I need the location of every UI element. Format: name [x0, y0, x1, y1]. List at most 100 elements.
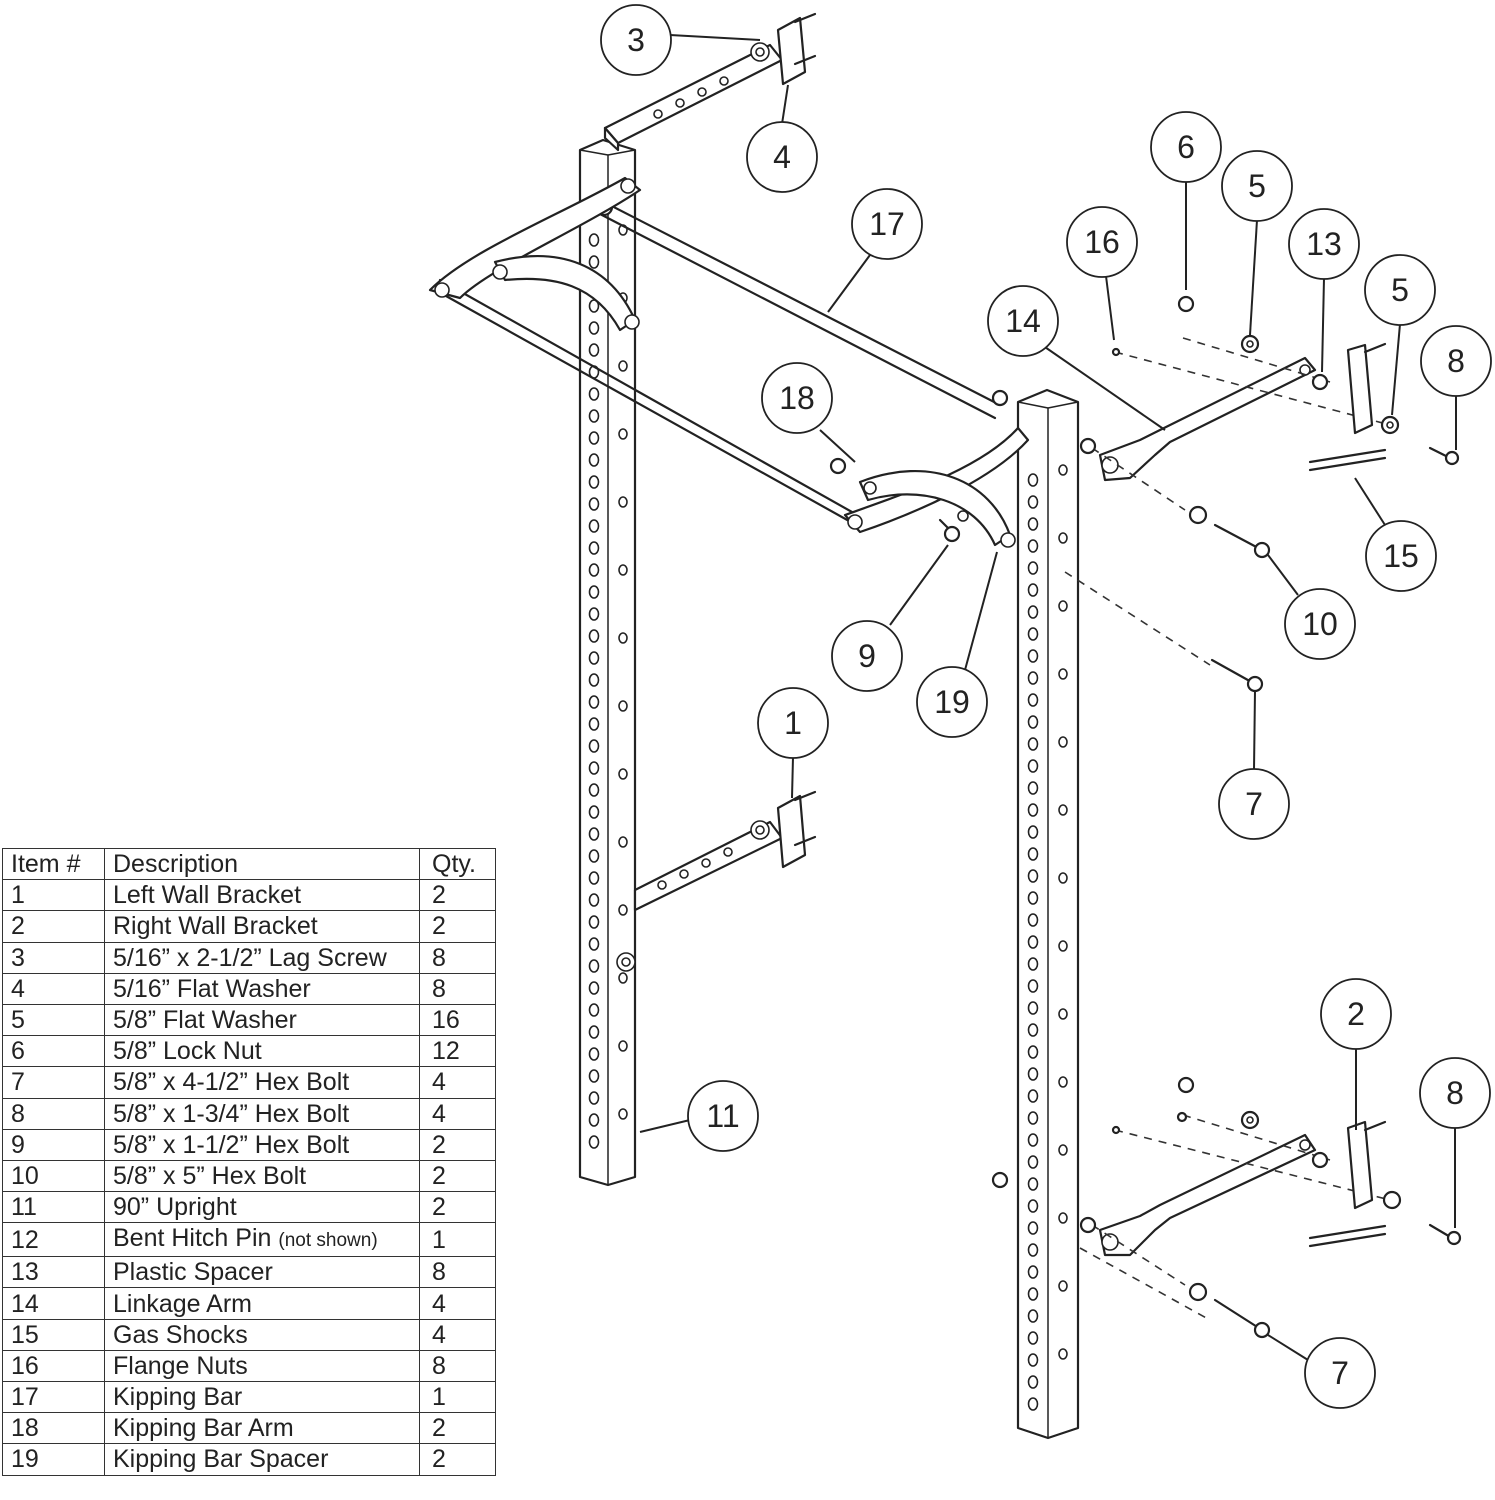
- description-text: Gas Shocks: [113, 1320, 248, 1349]
- cell-item: 15: [2, 1318, 105, 1351]
- svg-text:6: 6: [1177, 129, 1195, 165]
- svg-text:19: 19: [934, 684, 970, 720]
- callout-4: 4: [746, 121, 818, 193]
- callout-11: 11: [687, 1080, 759, 1152]
- cell-item: 9: [2, 1128, 105, 1161]
- cell-description: 90” Upright: [104, 1191, 420, 1224]
- cell-description: Plastic Spacer: [104, 1256, 420, 1289]
- description-text: Linkage Arm: [113, 1289, 252, 1318]
- description-text: 5/16” Flat Washer: [113, 974, 311, 1003]
- svg-text:3: 3: [627, 22, 645, 58]
- cell-qty: 4: [419, 1066, 496, 1099]
- cell-qty: 2: [419, 1412, 496, 1445]
- cell-qty: 8: [419, 972, 496, 1005]
- cell-description: Kipping Bar Spacer: [104, 1443, 420, 1476]
- description-text: Flange Nuts: [113, 1351, 248, 1380]
- cell-item: 7: [2, 1066, 105, 1099]
- table-row: 5 5/8” Flat Washer 16: [2, 1003, 496, 1037]
- description-text: 5/8” Flat Washer: [113, 1006, 297, 1035]
- header-qty: Qty.: [419, 847, 496, 881]
- cell-item: 6: [2, 1035, 105, 1068]
- description-text: 5/8” x 5” Hex Bolt: [113, 1161, 307, 1190]
- table-row: 13 Plastic Spacer 8: [2, 1256, 496, 1289]
- cell-item: 16: [2, 1349, 105, 1383]
- cell-item: 4: [2, 972, 105, 1005]
- cell-item: 12: [2, 1222, 105, 1258]
- svg-text:17: 17: [869, 206, 905, 242]
- callout-2: 2: [1320, 978, 1392, 1050]
- cell-qty: 2: [419, 910, 496, 943]
- description-text: 5/16” x 2-1/2” Lag Screw: [113, 943, 387, 972]
- callout-13: 13: [1288, 208, 1360, 280]
- cell-description: Flange Nuts: [104, 1349, 420, 1383]
- cell-qty: 2: [419, 879, 496, 912]
- top-wall-bracket: [603, 12, 817, 152]
- description-text: 5/8” x 1-1/2” Hex Bolt: [113, 1130, 350, 1159]
- svg-text:5: 5: [1248, 168, 1266, 204]
- description-text: 5/8” x 4-1/2” Hex Bolt: [113, 1068, 350, 1097]
- cell-qty: 12: [419, 1035, 496, 1068]
- svg-text:11: 11: [706, 1098, 739, 1134]
- table-row: 16 Flange Nuts 8: [2, 1349, 496, 1383]
- table-header-row: Item # Description Qty.: [2, 847, 496, 881]
- cell-qty: 1: [419, 1222, 496, 1258]
- cell-item: 5: [2, 1003, 105, 1037]
- callout-8b: 8: [1419, 1057, 1491, 1129]
- description-text: Plastic Spacer: [113, 1258, 273, 1287]
- callout-14: 14: [987, 285, 1059, 357]
- header-description: Description: [104, 847, 420, 881]
- callout-3: 3: [600, 4, 672, 76]
- cell-qty: 16: [419, 1003, 496, 1037]
- cell-item: 2: [2, 910, 105, 943]
- table-row: 7 5/8” x 4-1/2” Hex Bolt 4: [2, 1066, 496, 1099]
- parts-list-table: Item # Description Qty. 1 Left Wall Brack…: [2, 847, 496, 1476]
- lower-wall-bracket: [616, 790, 817, 972]
- table-row: 18 Kipping Bar Arm 2: [2, 1412, 496, 1445]
- svg-text:4: 4: [773, 139, 791, 175]
- description-note: (not shown): [278, 1230, 378, 1252]
- svg-text:7: 7: [1331, 1355, 1349, 1391]
- callout-5: 5: [1221, 150, 1293, 222]
- description-text: Kipping Bar Spacer: [113, 1445, 329, 1474]
- cell-description: 5/8” Flat Washer: [104, 1003, 420, 1037]
- svg-text:9: 9: [858, 638, 876, 674]
- description-text: Kipping Bar Arm: [113, 1414, 294, 1443]
- cell-description: 5/16” x 2-1/2” Lag Screw: [104, 941, 420, 974]
- svg-text:2: 2: [1347, 996, 1365, 1032]
- cell-qty: 8: [419, 1349, 496, 1383]
- callout-9: 9: [831, 620, 903, 692]
- cell-item: 8: [2, 1097, 105, 1130]
- cell-description: 5/8” x 1-1/2” Hex Bolt: [104, 1128, 420, 1161]
- cell-item: 18: [2, 1412, 105, 1445]
- cell-qty: 4: [419, 1287, 496, 1320]
- cell-description: Left Wall Bracket: [104, 879, 420, 912]
- cell-qty: 2: [419, 1159, 496, 1193]
- callout-5b: 5: [1364, 254, 1436, 326]
- right-upright: [1016, 388, 1080, 1440]
- cell-item: 13: [2, 1256, 105, 1289]
- callout-8: 8: [1420, 325, 1492, 397]
- cell-item: 10: [2, 1159, 105, 1193]
- cell-description: 5/16” Flat Washer: [104, 972, 420, 1005]
- cell-qty: 8: [419, 1256, 496, 1289]
- header-item: Item #: [2, 847, 105, 881]
- callout-7: 7: [1218, 768, 1290, 840]
- cell-qty: 8: [419, 941, 496, 974]
- svg-text:14: 14: [1005, 303, 1041, 339]
- cell-description: Gas Shocks: [104, 1318, 420, 1351]
- lower-linkage-arm: [991, 1076, 1462, 1339]
- cell-qty: 1: [419, 1380, 496, 1414]
- description-text: Left Wall Bracket: [113, 881, 302, 910]
- cell-description: Bent Hitch Pin (not shown): [104, 1222, 420, 1258]
- table-row: 4 5/16” Flat Washer 8: [2, 972, 496, 1005]
